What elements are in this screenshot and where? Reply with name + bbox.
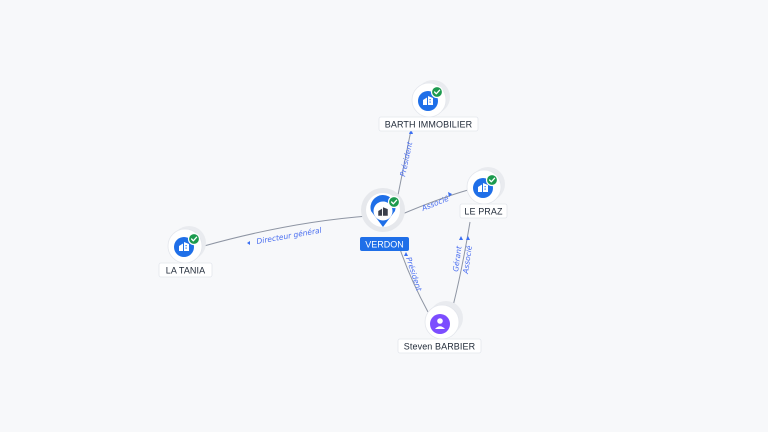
node-steven-barbier[interactable]: Steven BARBIER bbox=[397, 301, 482, 354]
check-badge-icon bbox=[187, 232, 201, 246]
node-label-verdon: VERDON bbox=[365, 240, 404, 250]
check-badge-icon bbox=[387, 195, 401, 209]
edge-verdon-barth: Président bbox=[396, 129, 415, 201]
edge-verdon-latania: Directeur général bbox=[203, 215, 369, 247]
edge-label-gerant-steven: Gérant bbox=[451, 244, 464, 272]
node-verdon[interactable]: VERDON bbox=[360, 188, 409, 251]
node-label-latania: LA TANIA bbox=[166, 266, 206, 276]
node-la-tania[interactable]: LA TANIA bbox=[158, 226, 213, 278]
person-icon bbox=[430, 314, 450, 334]
node-label-steven: Steven BARBIER bbox=[404, 342, 476, 352]
node-le-praz[interactable]: LE PRAZ bbox=[459, 167, 508, 219]
edge-label-associe-steven: Associé bbox=[461, 245, 474, 276]
edge-verdon-lepraz: Associé bbox=[399, 189, 469, 216]
edge-label-directeur-latania: Directeur général bbox=[256, 225, 323, 245]
node-barth-immobilier[interactable]: BARTH IMMOBILIER bbox=[378, 80, 479, 132]
building-icon bbox=[378, 207, 388, 216]
check-badge-icon bbox=[485, 173, 499, 187]
node-label-barth: BARTH IMMOBILIER bbox=[385, 120, 473, 130]
edge-label-associe-lepraz: Associé bbox=[419, 194, 450, 213]
edge-label-president-steven: Président bbox=[404, 256, 424, 293]
node-label-lepraz: LE PRAZ bbox=[464, 207, 503, 217]
edge-label-president-barth: Président bbox=[398, 140, 414, 177]
edge-steven-lepraz: Gérant Associé bbox=[451, 221, 474, 307]
check-badge-icon bbox=[430, 85, 444, 99]
